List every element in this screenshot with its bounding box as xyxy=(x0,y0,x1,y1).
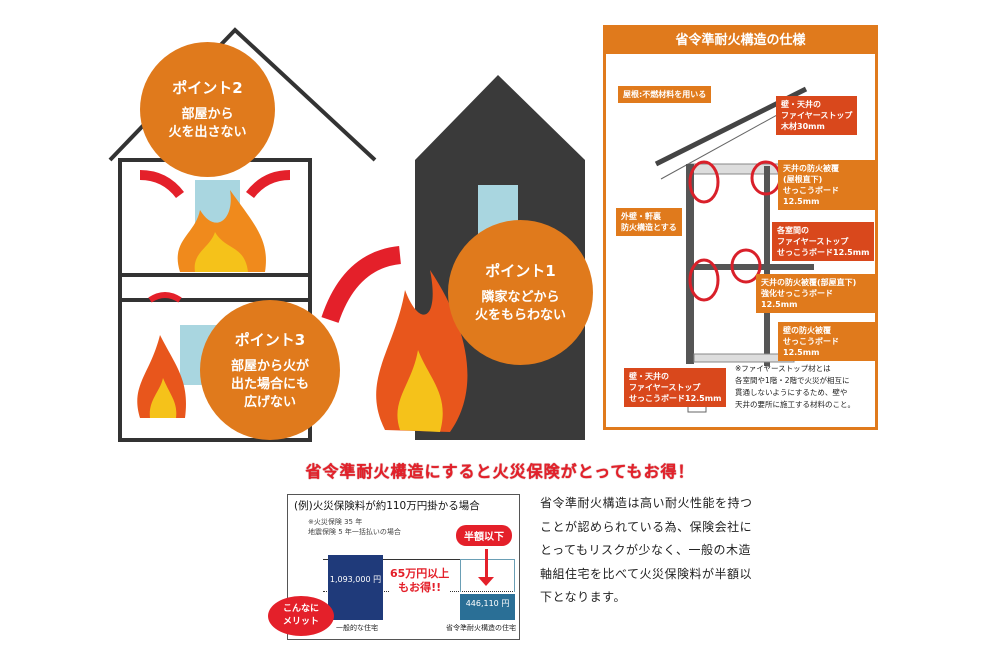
highlight-circle xyxy=(688,258,720,302)
flame-icon xyxy=(137,335,186,418)
highlight-circle xyxy=(730,248,762,284)
chart-note: ※火災保険 35 年 地震保険 5 年一括払いの場合 xyxy=(308,518,401,536)
spec-label: 壁の防火被覆 せっこうボード 12.5mm xyxy=(778,322,875,361)
spec-label: 各室間の ファイヤーストップ せっこうボード12.5mm xyxy=(772,222,875,261)
flame-icon xyxy=(376,270,468,432)
point-1-badge: ポイント1 隣家などから 火をもらわない xyxy=(448,220,593,365)
spec-label: 天井の防火被覆 (屋根直下) せっこうボード12.5mm xyxy=(778,160,875,210)
highlight-circle xyxy=(688,160,720,204)
spec-label: 壁・天井の ファイヤーストップ せっこうボード12.5mm xyxy=(624,368,727,407)
description-text: 省令準耐火構造は高い耐火性能を持つことが認められている為、保険会社にとってもリス… xyxy=(540,496,753,604)
headline: 省令準耐火構造にすると火災保険がとってもお得！ xyxy=(305,462,695,481)
point-text: 部屋から火が 出た場合にも 広げない xyxy=(230,358,309,410)
point-title: ポイント3 xyxy=(234,330,306,349)
bar-fireproof-house xyxy=(460,593,515,620)
fire-stop-note: ※ファイヤーストップ材とは 各室間や1階・2階で火災が相互に 貫通しないようにす… xyxy=(735,364,855,409)
spec-label: 外壁・軒裏 防火構造とする xyxy=(616,208,682,236)
point-title: ポイント2 xyxy=(172,79,243,97)
bar-general-house xyxy=(328,555,383,620)
arrow-icon xyxy=(139,170,184,199)
savings-callout: 65万円以上 もお得!! xyxy=(390,567,450,595)
spec-label: 屋根:不燃材料を用いる xyxy=(618,86,712,103)
value-label: 1,093,000 円 xyxy=(329,575,382,584)
value-label: 446,110 円 xyxy=(465,599,510,608)
arrow-icon xyxy=(148,292,182,303)
spec-panel-title: 省令準耐火構造の仕様 xyxy=(606,28,875,54)
point-3-badge: ポイント3 部屋から火が 出た場合にも 広げない xyxy=(200,300,340,440)
chart-title: (例)火災保険料が約110万円掛かる場合 xyxy=(294,500,480,512)
point-text: 隣家などから 火をもらわない xyxy=(474,290,566,323)
half-price-badge: 半額以下 xyxy=(456,525,512,546)
point-2-badge: ポイント2 部屋から 火を出さない xyxy=(140,42,275,177)
category-label: 一般的な住宅 xyxy=(336,624,378,632)
spec-label: 天井の防火被覆(部屋直下) 強化せっこうボード 12.5mm xyxy=(756,274,875,313)
arrow-icon xyxy=(246,170,291,199)
point-text: 部屋から 火を出さない xyxy=(168,107,247,140)
category-label: 省令準耐火構造の住宅 xyxy=(446,624,516,632)
spec-panel: 省令準耐火構造の仕様 屋根:不燃材料を用いる 壁・天井の ファイヤーストップ 木… xyxy=(603,25,878,430)
arrow-icon xyxy=(321,246,402,324)
spec-label: 壁・天井の ファイヤーストップ 木材30mm xyxy=(776,96,858,135)
flame-icon xyxy=(177,190,266,272)
down-arrow-icon xyxy=(485,549,488,579)
merit-bubble: こんなに メリット xyxy=(268,596,334,636)
insurance-chart: (例)火災保険料が約110万円掛かる場合 ※火災保険 35 年 地震保険 5 年… xyxy=(287,494,520,640)
point-title: ポイント1 xyxy=(485,262,556,280)
